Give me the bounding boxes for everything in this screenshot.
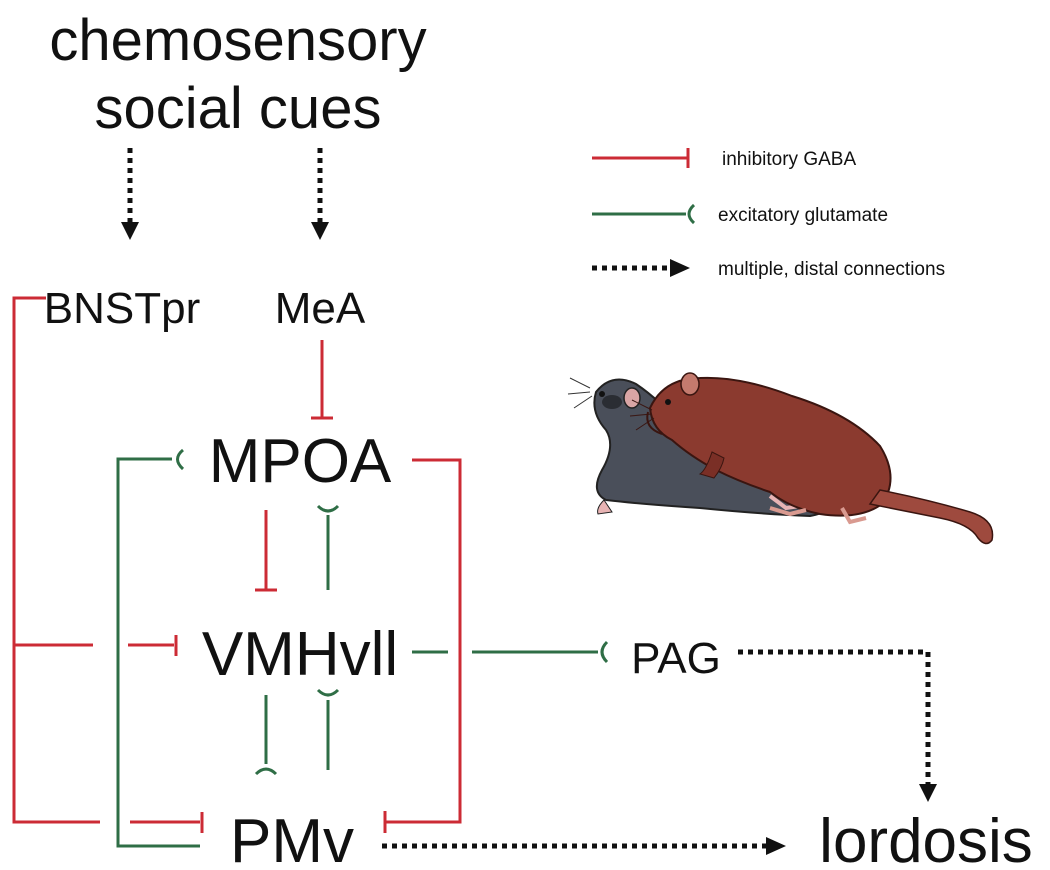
connection-mpoa-to-vmhvll-inhibitory [255, 510, 277, 592]
legend: inhibitory GABA excitatory glutamate mul… [592, 148, 945, 280]
node-pmv: PMv [230, 807, 354, 870]
connection-vmhvll-to-pmv-excitatory [254, 695, 278, 776]
title-line-1: chemosensory [49, 8, 426, 73]
connection-mea-to-mpoa-inhibitory [311, 340, 333, 420]
legend-inhibitory-symbol [592, 148, 690, 168]
connection-vmhvll-to-pag-excitatory [412, 640, 609, 664]
cue-arrow-mea [311, 148, 329, 240]
legend-distal-label: multiple, distal connections [718, 259, 945, 280]
mating-rats-illustration [567, 372, 994, 545]
node-bnstpr: BNSTpr [44, 284, 200, 333]
connection-bnstpr-inhibitory-bracket [12, 296, 100, 824]
legend-distal-symbol [592, 259, 690, 277]
legend-excitatory-symbol [592, 203, 696, 225]
title-line-2: social cues [95, 76, 382, 141]
legend-inhibitory-label: inhibitory GABA [722, 149, 856, 170]
connection-pmv-to-mpoa-excitatory [116, 448, 200, 848]
connection-pag-to-lordosis-distal [738, 649, 937, 802]
connection-pmv-to-vmhvll-excitatory [316, 688, 340, 770]
node-pag: PAG [631, 634, 721, 683]
node-vmhvll: VMHvll [202, 620, 398, 689]
node-lordosis: lordosis [819, 807, 1033, 870]
node-mpoa: MPOA [209, 427, 392, 496]
connection-vmhvll-to-mpoa-excitatory [316, 504, 340, 590]
connection-pmv-to-lordosis-distal [382, 837, 786, 855]
connection-bnstpr-to-pmv-inhibitory [130, 812, 204, 833]
legend-excitatory-label: excitatory glutamate [718, 205, 888, 226]
brown-rat-icon [629, 372, 994, 545]
node-mea: MeA [275, 284, 366, 333]
connection-mpoa-to-pmv-inhibitory [383, 458, 462, 833]
cue-arrow-bnstpr [121, 148, 139, 240]
connection-bnstpr-to-vmhvll-inhibitory [128, 635, 178, 656]
